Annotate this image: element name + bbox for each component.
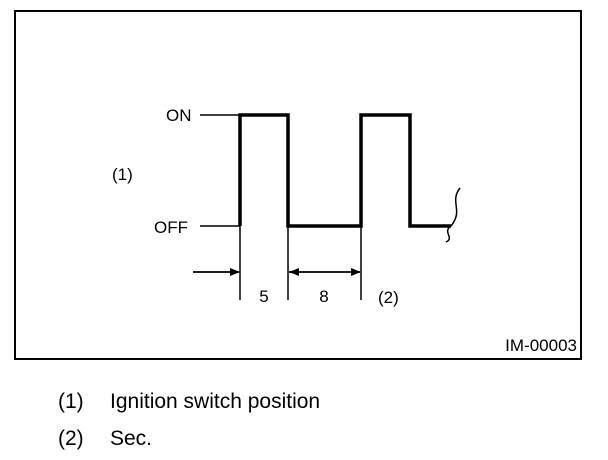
on-level-label: ON — [166, 106, 192, 125]
off-level-label: OFF — [154, 218, 188, 237]
legend-text: Ignition switch position — [110, 390, 321, 413]
ignition-position-label: (1) — [112, 165, 133, 184]
legend-text: Sec. — [110, 427, 153, 450]
ignition-switch-waveform — [238, 113, 451, 228]
legend-number: (1) — [58, 390, 84, 413]
interval-label-1: 5 — [259, 287, 268, 306]
figure-id-label: IM-00003 — [505, 336, 577, 355]
legend-item-seconds: (2) Sec. — [58, 427, 152, 451]
waveform-break-mark — [445, 187, 461, 243]
figure-frame — [14, 10, 582, 360]
legend-item-ignition-switch: (1) Ignition switch position — [58, 390, 320, 414]
legend-number: (2) — [58, 427, 84, 450]
dimension-arrow-back-head — [289, 268, 299, 276]
time-unit-label: (2) — [378, 288, 399, 307]
interval-label-2: 8 — [319, 287, 328, 306]
